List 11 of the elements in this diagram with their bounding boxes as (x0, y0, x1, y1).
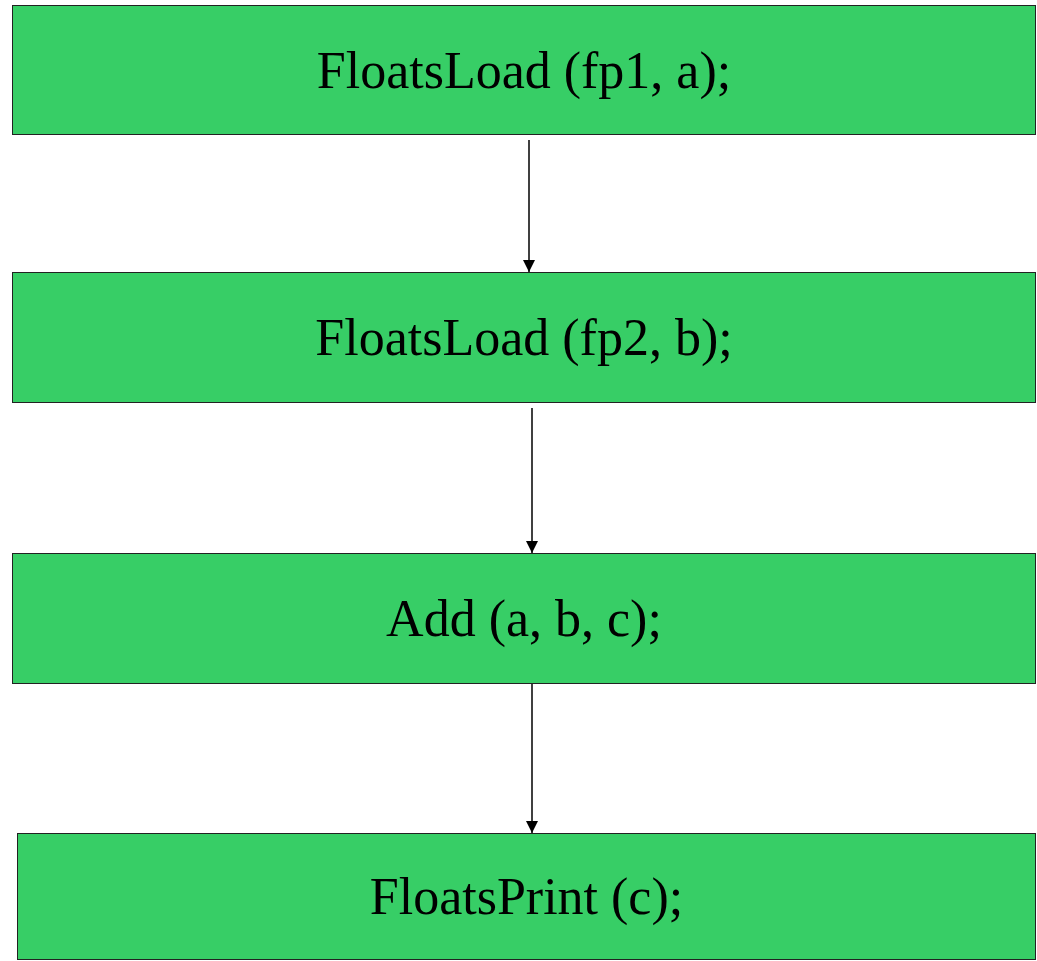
arrow (526, 407, 538, 554)
code-statement: FloatsLoad (fp1, a); (316, 40, 732, 100)
code-statement: FloatsLoad (fp2, b); (315, 308, 733, 367)
process-box (12, 553, 1036, 684)
arrow (523, 139, 535, 273)
process-box (17, 833, 1036, 960)
code-statement: FloatsPrint (c); (369, 867, 684, 926)
code-statement: Add (a, b, c); (386, 589, 662, 648)
arrow (526, 683, 538, 834)
process-box (12, 272, 1036, 403)
process-box (12, 5, 1036, 135)
